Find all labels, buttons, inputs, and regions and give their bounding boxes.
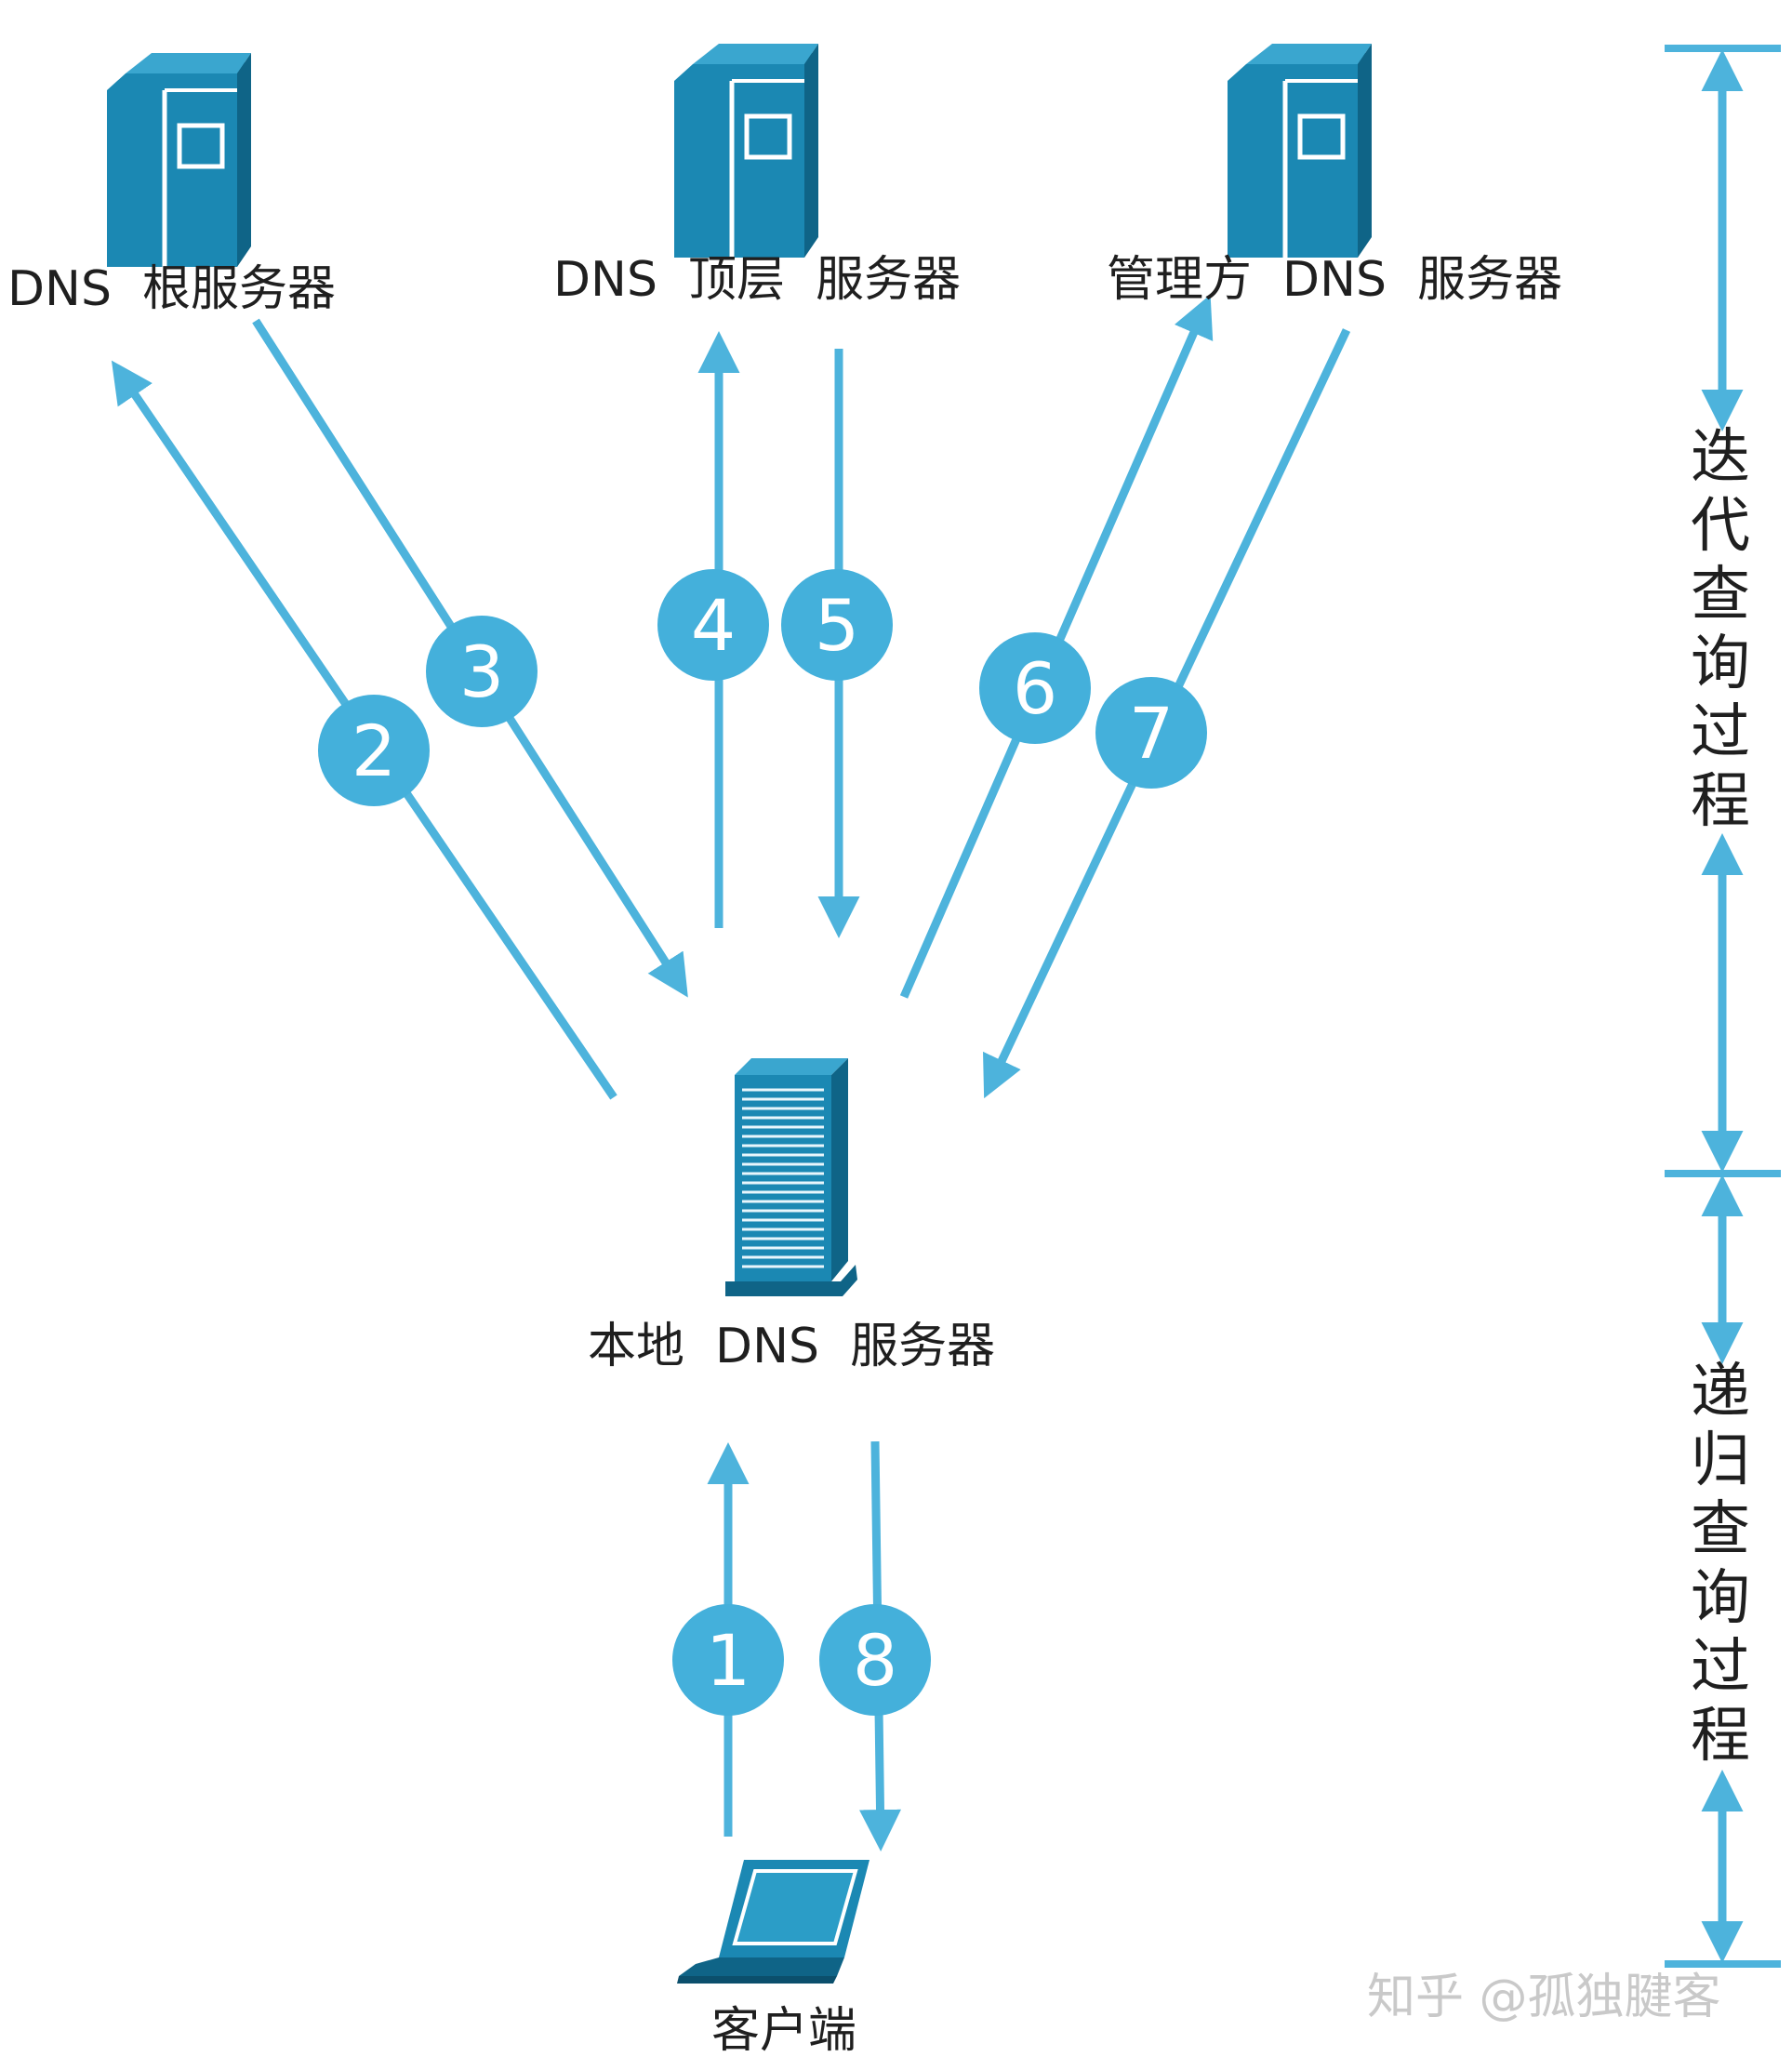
step-badge-8: 8 — [819, 1604, 931, 1716]
step-badge-circle — [318, 695, 430, 806]
step-badge-6: 6 — [979, 632, 1091, 744]
local-server-icon — [725, 1058, 857, 1296]
step-number: 3 — [459, 630, 504, 713]
iterative-query-label: 迭 代 查 询 过 程 — [1691, 423, 1750, 836]
root-server-label: DNS 根服务器 — [7, 261, 337, 317]
authoritative-server-label: 管理方 DNS 服务器 — [1107, 252, 1563, 308]
tld-server-icon — [674, 44, 818, 258]
client-label: 客户端 — [711, 2003, 857, 2059]
step-badge-3: 3 — [426, 616, 538, 727]
step-number: 2 — [352, 710, 396, 792]
step-badge-4: 4 — [657, 569, 769, 681]
step-badge-5: 5 — [781, 569, 893, 681]
step-badge-circle — [1095, 677, 1207, 789]
step-number: 1 — [706, 1619, 750, 1702]
watermark: 知乎 @孤独腱客 — [1367, 1970, 1721, 2025]
step-badge-2: 2 — [318, 695, 430, 806]
step-badge-circle — [979, 632, 1091, 744]
step-badge-7: 7 — [1095, 677, 1207, 789]
step-badge-circle — [781, 569, 893, 681]
step-number: 8 — [853, 1619, 897, 1702]
authoritative-server-icon — [1228, 44, 1372, 258]
step-badge-1: 1 — [672, 1604, 784, 1716]
step-number: 7 — [1129, 692, 1174, 775]
recursive-query-label: 递 归 查 询 过 程 — [1691, 1358, 1750, 1771]
client-laptop-icon — [677, 1860, 869, 1984]
step-badge-circle — [657, 569, 769, 681]
tld-server-label: DNS 顶层 服务器 — [553, 252, 962, 308]
step-badge-circle — [819, 1604, 931, 1716]
local-server-label: 本地 DNS 服务器 — [588, 1319, 996, 1374]
root-server-icon — [107, 53, 251, 267]
step-number: 6 — [1013, 647, 1057, 730]
step-number: 4 — [691, 584, 736, 667]
phase-scale-bar — [1665, 45, 1781, 1968]
step-badge-circle — [426, 616, 538, 727]
step-number: 5 — [815, 584, 859, 667]
step-badge-circle — [672, 1604, 784, 1716]
